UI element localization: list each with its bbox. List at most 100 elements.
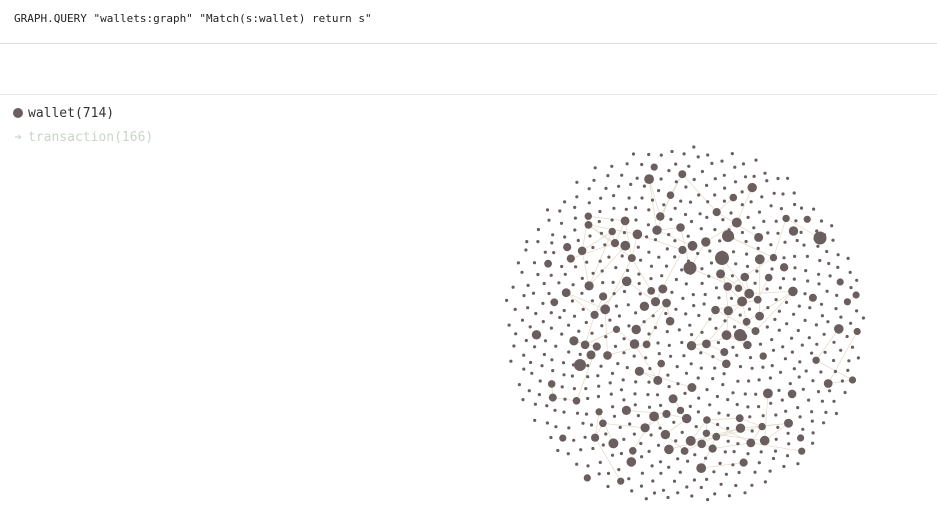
wallet-node[interactable] [573, 216, 577, 220]
wallet-node[interactable] [746, 405, 750, 409]
wallet-node[interactable] [589, 423, 594, 427]
wallet-node[interactable] [848, 376, 857, 384]
wallet-node[interactable] [828, 389, 832, 393]
wallet-node[interactable] [584, 281, 594, 291]
wallet-node[interactable] [783, 240, 787, 244]
wallet-node[interactable] [647, 287, 656, 295]
wallet-node[interactable] [656, 443, 661, 447]
wallet-node[interactable] [626, 303, 630, 307]
wallet-node[interactable] [773, 317, 777, 321]
wallet-node[interactable] [548, 393, 557, 402]
wallet-node[interactable] [738, 365, 743, 369]
wallet-node[interactable] [674, 307, 678, 311]
wallet-node[interactable] [592, 178, 596, 182]
wallet-node[interactable] [640, 471, 644, 475]
wallet-node[interactable] [722, 372, 726, 376]
wallet-node[interactable] [540, 364, 544, 368]
wallet-node[interactable] [730, 152, 734, 156]
wallet-node[interactable] [723, 306, 733, 316]
wallet-node[interactable] [611, 405, 615, 409]
wallet-node[interactable] [683, 212, 688, 217]
wallet-node[interactable] [622, 437, 626, 441]
wallet-node[interactable] [617, 468, 621, 472]
wallet-node[interactable] [689, 219, 694, 224]
wallet-node[interactable] [684, 371, 689, 375]
wallet-node[interactable] [577, 246, 587, 256]
wallet-node[interactable] [673, 255, 677, 259]
wallet-node[interactable] [790, 350, 794, 354]
wallet-node[interactable] [702, 302, 706, 306]
wallet-node[interactable] [652, 491, 657, 495]
wallet-node[interactable] [832, 358, 836, 363]
wallet-node[interactable] [686, 234, 690, 238]
wallet-node[interactable] [522, 294, 526, 298]
wallet-node[interactable] [544, 259, 552, 268]
wallet-node[interactable] [781, 277, 786, 281]
wallet-node[interactable] [833, 369, 837, 374]
wallet-node[interactable] [590, 310, 599, 319]
wallet-node[interactable] [812, 207, 816, 211]
wallet-node[interactable] [596, 394, 601, 399]
wallet-node[interactable] [627, 324, 631, 328]
wallet-node[interactable] [573, 205, 577, 209]
wallet-node[interactable] [633, 206, 638, 210]
wallet-node[interactable] [600, 304, 611, 315]
wallet-node[interactable] [706, 200, 710, 204]
wallet-node[interactable] [755, 311, 764, 321]
wallet-node[interactable] [566, 452, 570, 456]
wallet-node[interactable] [711, 377, 715, 381]
wallet-node[interactable] [801, 427, 805, 431]
wallet-node[interactable] [697, 313, 701, 318]
wallet-node[interactable] [682, 413, 692, 424]
wallet-node[interactable] [711, 305, 720, 315]
wallet-node[interactable] [793, 266, 797, 270]
wallet-node[interactable] [814, 323, 818, 327]
wallet-node[interactable] [543, 250, 547, 254]
wallet-node[interactable] [534, 311, 538, 316]
wallet-node[interactable] [719, 482, 723, 486]
wallet-node[interactable] [770, 338, 774, 342]
wallet-node[interactable] [787, 389, 797, 399]
wallet-node[interactable] [716, 269, 726, 279]
wallet-node[interactable] [731, 391, 735, 395]
wallet-node[interactable] [708, 249, 712, 253]
wallet-node[interactable] [699, 366, 703, 370]
wallet-node[interactable] [736, 442, 740, 446]
wallet-node[interactable] [746, 215, 750, 219]
wallet-node[interactable] [735, 423, 746, 433]
wallet-node[interactable] [606, 471, 611, 475]
wallet-node[interactable] [612, 194, 616, 198]
wallet-node[interactable] [629, 182, 633, 186]
wallet-node[interactable] [810, 351, 814, 355]
wallet-node[interactable] [682, 152, 686, 156]
wallet-node[interactable] [839, 315, 843, 319]
wallet-node[interactable] [608, 227, 616, 236]
wallet-node[interactable] [645, 235, 649, 239]
wallet-node[interactable] [750, 366, 754, 370]
wallet-node[interactable] [708, 444, 717, 453]
wallet-node[interactable] [672, 479, 677, 483]
wallet-node[interactable] [621, 276, 632, 287]
wallet-node[interactable] [647, 405, 652, 409]
wallet-node[interactable] [823, 350, 827, 354]
wallet-node[interactable] [819, 219, 824, 223]
wallet-node[interactable] [792, 191, 796, 195]
wallet-node[interactable] [653, 326, 657, 330]
wallet-node[interactable] [644, 497, 648, 501]
wallet-node[interactable] [726, 413, 730, 417]
wallet-node[interactable] [735, 414, 744, 423]
wallet-node[interactable] [581, 307, 585, 311]
wallet-node[interactable] [656, 212, 665, 221]
wallet-node[interactable] [620, 216, 630, 226]
wallet-node[interactable] [810, 419, 814, 423]
wallet-node[interactable] [567, 350, 571, 354]
wallet-node[interactable] [843, 390, 847, 395]
wallet-node[interactable] [825, 249, 829, 254]
wallet-node[interactable] [724, 472, 728, 476]
wallet-node[interactable] [639, 441, 643, 446]
wallet-node[interactable] [603, 351, 612, 360]
wallet-node[interactable] [639, 301, 650, 311]
wallet-node[interactable] [560, 385, 564, 389]
wallet-node[interactable] [754, 254, 765, 265]
wallet-node[interactable] [836, 278, 844, 286]
